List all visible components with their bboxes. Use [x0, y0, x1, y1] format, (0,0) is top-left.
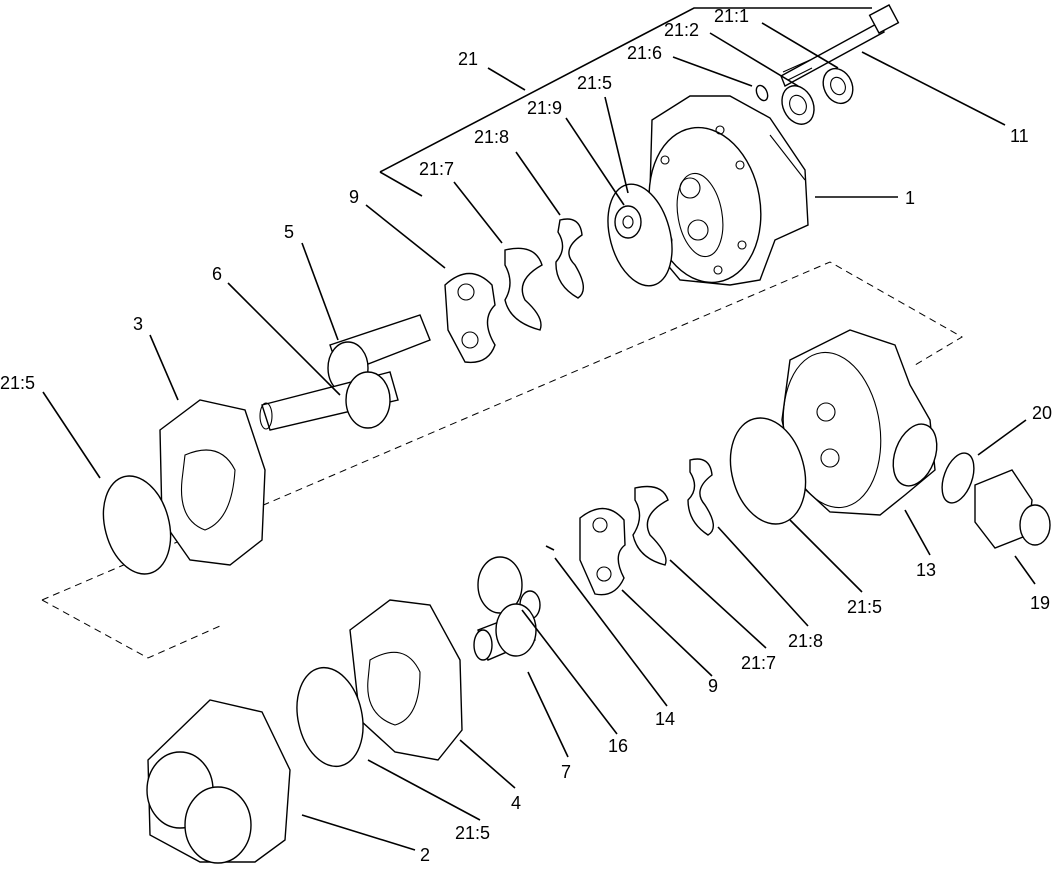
gear-plate-part-3 — [159, 399, 266, 566]
label-21: 21 — [458, 49, 478, 69]
backup-part-21-7-top — [504, 247, 543, 331]
alignment-line-upper — [41, 261, 963, 601]
o-ring-part-21-5-left — [102, 475, 172, 575]
label-9-bot: 9 — [708, 676, 718, 696]
shaft-part-7 — [473, 603, 537, 661]
gear-plate-part-4 — [349, 599, 463, 761]
leader-lines — [42, 22, 1036, 851]
label-5: 5 — [284, 222, 294, 242]
idler-gear-shaft-part-6 — [259, 371, 399, 431]
group-21-bracket — [379, 7, 872, 173]
ring-part-21-6 — [755, 84, 769, 102]
o-ring-part-20 — [941, 452, 975, 504]
label-4: 4 — [511, 793, 521, 813]
label-9-top: 9 — [349, 187, 359, 207]
label-1: 1 — [905, 188, 915, 208]
washer-part-21-1 — [822, 67, 854, 105]
label-21-6: 21:6 — [627, 43, 662, 63]
fitting-part-19 — [974, 469, 1051, 549]
bolt-part-11 — [780, 4, 900, 87]
label-7: 7 — [561, 762, 571, 782]
label-2: 2 — [420, 845, 430, 865]
label-11: 11 — [1010, 126, 1029, 146]
bushing-part-21-9 — [614, 205, 642, 239]
label-21-5-left: 21:5 — [0, 373, 35, 393]
seal-part-21-8-top — [555, 218, 584, 299]
group-21-bracket-tail — [379, 171, 423, 197]
label-14: 14 — [655, 709, 675, 729]
back-cover-part-2 — [146, 699, 291, 864]
label-21-8-top: 21:8 — [474, 127, 509, 147]
label-21-1: 21:1 — [714, 6, 749, 26]
label-21-7-bot: 21:7 — [741, 653, 776, 673]
backup-part-21-7-bot — [632, 485, 669, 566]
label-21-8-bot: 21:8 — [788, 631, 823, 651]
label-21-5-top: 21:5 — [577, 73, 612, 93]
label-13: 13 — [916, 560, 936, 580]
label-20: 20 — [1032, 403, 1052, 423]
key-part-14 — [545, 545, 555, 551]
label-3: 3 — [133, 314, 143, 334]
label-21-2: 21:2 — [664, 20, 699, 40]
label-21-7-top: 21:7 — [419, 159, 454, 179]
o-ring-part-21-5-mid — [729, 417, 807, 525]
label-16: 16 — [608, 736, 628, 756]
wear-plate-part-9-bot — [579, 507, 626, 596]
label-19: 19 — [1030, 593, 1050, 613]
wear-plate-part-9-top — [444, 272, 496, 364]
label-6: 6 — [212, 264, 222, 284]
label-21-9: 21:9 — [527, 98, 562, 118]
o-ring-part-21-5-bot — [296, 666, 364, 768]
alignment-line-lower — [41, 599, 221, 659]
seal-part-21-8-bot — [687, 458, 714, 536]
seal-part-21-2 — [781, 85, 815, 125]
label-21-5-bot: 21:5 — [455, 823, 490, 843]
label-21-5-mid: 21:5 — [847, 597, 882, 617]
